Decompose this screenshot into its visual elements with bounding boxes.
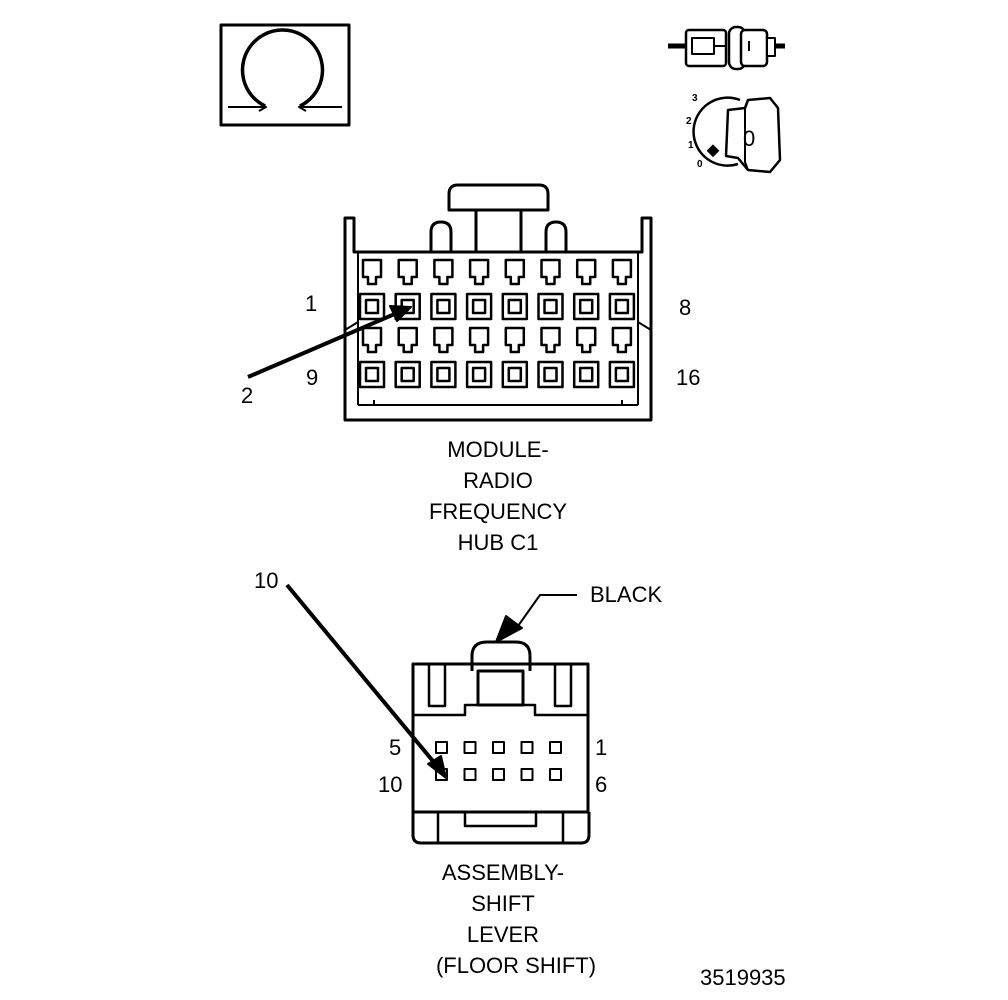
c1-pin-cavity-5 [501,258,529,321]
shift-callout-pin-10: 10 [254,568,278,593]
shift-pin-cavity-10 [549,768,562,781]
color-label-leader [495,594,577,643]
c1-pin-cavity-12 [465,326,493,389]
connector-shift-housing [411,640,591,845]
shift-pin-label-1: 1 [595,735,607,760]
shift-pin-cavity-2 [463,741,477,754]
shift-pin-label-10: 10 [378,772,402,797]
shift-pin-cavity-7 [463,768,477,781]
c1-pin-cavity-6 [537,258,564,321]
c1-pin-cavity-11 [430,326,457,389]
c1-name-line-2: RADIO [463,468,533,493]
shift-pin-label-5: 5 [389,735,401,760]
c1-pin-cavity-14 [537,326,564,389]
c1-pin-cavity-3 [430,258,457,321]
ignition-key-icon: 3 2 1 0 0 [686,93,782,174]
c1-name-line-3: FREQUENCY [429,499,567,524]
c1-pin-label-8: 8 [679,295,691,320]
c1-callout-pin-2: 2 [241,383,253,408]
ignition-position-2: 2 [686,116,692,127]
connector-disconnect-icon [668,25,785,71]
c1-pin-cavity-7 [572,258,600,321]
ignition-position-1: 1 [688,140,694,151]
shift-pin-cavity-8 [492,768,505,781]
c1-pin-label-1: 1 [305,291,317,316]
c1-pin-cavity-1 [358,258,386,321]
connector-shift-pins [435,741,562,781]
shift-pin-cavity-3 [492,741,505,754]
c1-name-line-4: HUB C1 [458,530,539,555]
figure-id: 3519935 [700,965,786,990]
shift-name-line-2: SHIFT [471,891,535,916]
shift-pin-cavity-4 [520,741,534,754]
c1-pin-label-9: 9 [306,365,318,390]
shift-name-line-4: (FLOOR SHIFT) [436,953,596,978]
shift-pin-cavity-5 [549,741,562,754]
shift-name-line-3: LEVER [467,922,539,947]
shift-color-label: BLACK [590,582,662,607]
connector-c1-callout-arrow [247,305,412,379]
c1-pin-cavity-4 [465,258,493,321]
shift-name-line-1: ASSEMBLY- [442,860,564,885]
c1-pin-cavity-13 [501,326,529,389]
c1-pin-label-16: 16 [676,365,700,390]
c1-pin-cavity-15 [572,326,600,389]
c1-pin-cavity-16 [608,326,636,389]
c1-name-line-1: MODULE- [447,437,548,462]
shift-pin-cavity-1 [435,741,448,754]
ignition-key-label: 0 [743,126,755,151]
shift-pin-cavity-9 [520,768,534,781]
connector-c1-housing [343,183,653,422]
connector-shift-name: ASSEMBLY- SHIFT LEVER (FLOOR SHIFT) [436,860,596,978]
c1-pin-cavity-10 [394,326,421,389]
ignition-position-0: 0 [697,159,703,170]
ignition-off-symbol-icon [219,23,351,127]
connector-shift-callout-arrow [285,583,447,779]
c1-pin-cavity-9 [358,326,386,389]
shift-pin-label-6: 6 [595,772,607,797]
connector-c1-name: MODULE- RADIO FREQUENCY HUB C1 [429,437,567,555]
connector-c1-pins [358,258,636,389]
c1-pin-cavity-8 [608,258,636,321]
ignition-position-3: 3 [692,93,698,104]
